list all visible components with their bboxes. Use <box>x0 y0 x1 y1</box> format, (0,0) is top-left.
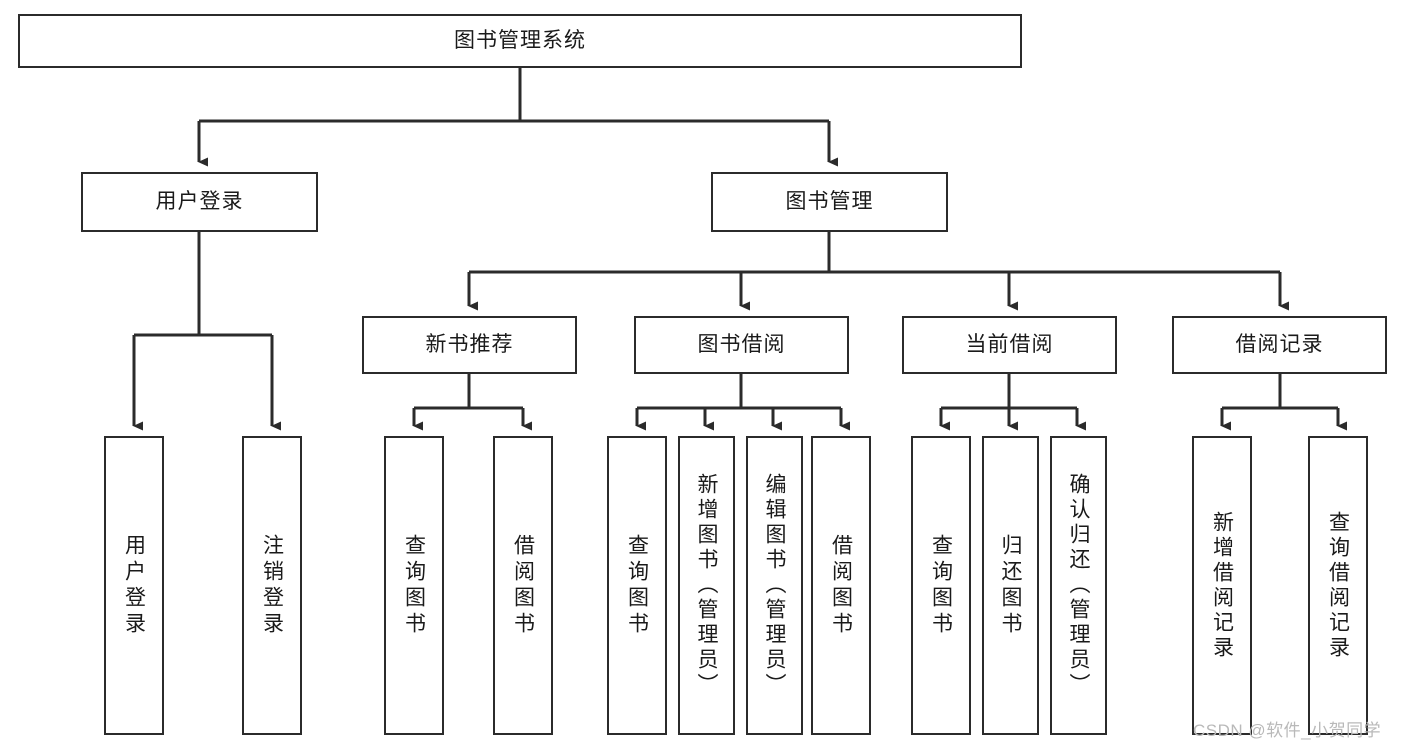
node-label: 查询图书 <box>929 533 953 638</box>
leaf-current-borrow-query-book[interactable]: 查询图书 <box>911 436 971 735</box>
node-label: 借阅图书 <box>511 533 535 638</box>
leaf-new-book-borrow-book[interactable]: 借阅图书 <box>493 436 553 735</box>
leaf-book-borrow-borrow-book[interactable]: 借阅图书 <box>811 436 871 735</box>
node-label: 图书管理 <box>785 189 874 213</box>
leaf-borrow-record-query-record[interactable]: 查询借阅记录 <box>1308 436 1368 735</box>
node-borrow-record[interactable]: 借阅记录 <box>1172 316 1387 374</box>
node-label: 图书管理系统 <box>454 28 586 52</box>
node-label: 编辑图书（管理员） <box>763 473 786 698</box>
node-book-management[interactable]: 图书管理 <box>711 172 948 232</box>
node-label: 当前借阅 <box>965 332 1054 356</box>
leaf-user-login-login[interactable]: 用户登录 <box>104 436 164 735</box>
node-current-borrow[interactable]: 当前借阅 <box>902 316 1117 374</box>
node-label: 确认归还（管理员） <box>1067 473 1090 698</box>
node-label: 查询借阅记录 <box>1326 510 1350 661</box>
leaf-book-borrow-query-book[interactable]: 查询图书 <box>607 436 667 735</box>
node-label: 新增借阅记录 <box>1210 510 1234 661</box>
node-label: 用户登录 <box>122 533 146 638</box>
leaf-user-login-logout[interactable]: 注销登录 <box>242 436 302 735</box>
node-label: 图书借阅 <box>697 332 786 356</box>
node-label: 新书推荐 <box>425 332 514 356</box>
node-label: 借阅记录 <box>1235 332 1324 356</box>
leaf-current-borrow-confirm-return-admin[interactable]: 确认归还（管理员） <box>1050 436 1107 735</box>
csdn-watermark: CSDN @软件_小贺同学 <box>1193 721 1382 740</box>
node-label: 用户登录 <box>155 189 244 213</box>
leaf-book-borrow-edit-book-admin[interactable]: 编辑图书（管理员） <box>746 436 803 735</box>
node-label: 查询图书 <box>402 533 426 638</box>
node-label: 新增图书（管理员） <box>695 473 718 698</box>
node-user-login[interactable]: 用户登录 <box>81 172 318 232</box>
leaf-current-borrow-return-book[interactable]: 归还图书 <box>982 436 1039 735</box>
node-book-borrow[interactable]: 图书借阅 <box>634 316 849 374</box>
leaf-book-borrow-add-book-admin[interactable]: 新增图书（管理员） <box>678 436 735 735</box>
node-label: 借阅图书 <box>829 533 853 638</box>
node-root-system[interactable]: 图书管理系统 <box>18 14 1022 68</box>
node-new-book-recommend[interactable]: 新书推荐 <box>362 316 577 374</box>
node-label: 查询图书 <box>625 533 649 638</box>
node-label: 注销登录 <box>260 533 284 638</box>
node-label: 归还图书 <box>999 533 1022 638</box>
leaf-new-book-query-book[interactable]: 查询图书 <box>384 436 444 735</box>
leaf-borrow-record-add-record[interactable]: 新增借阅记录 <box>1192 436 1252 735</box>
